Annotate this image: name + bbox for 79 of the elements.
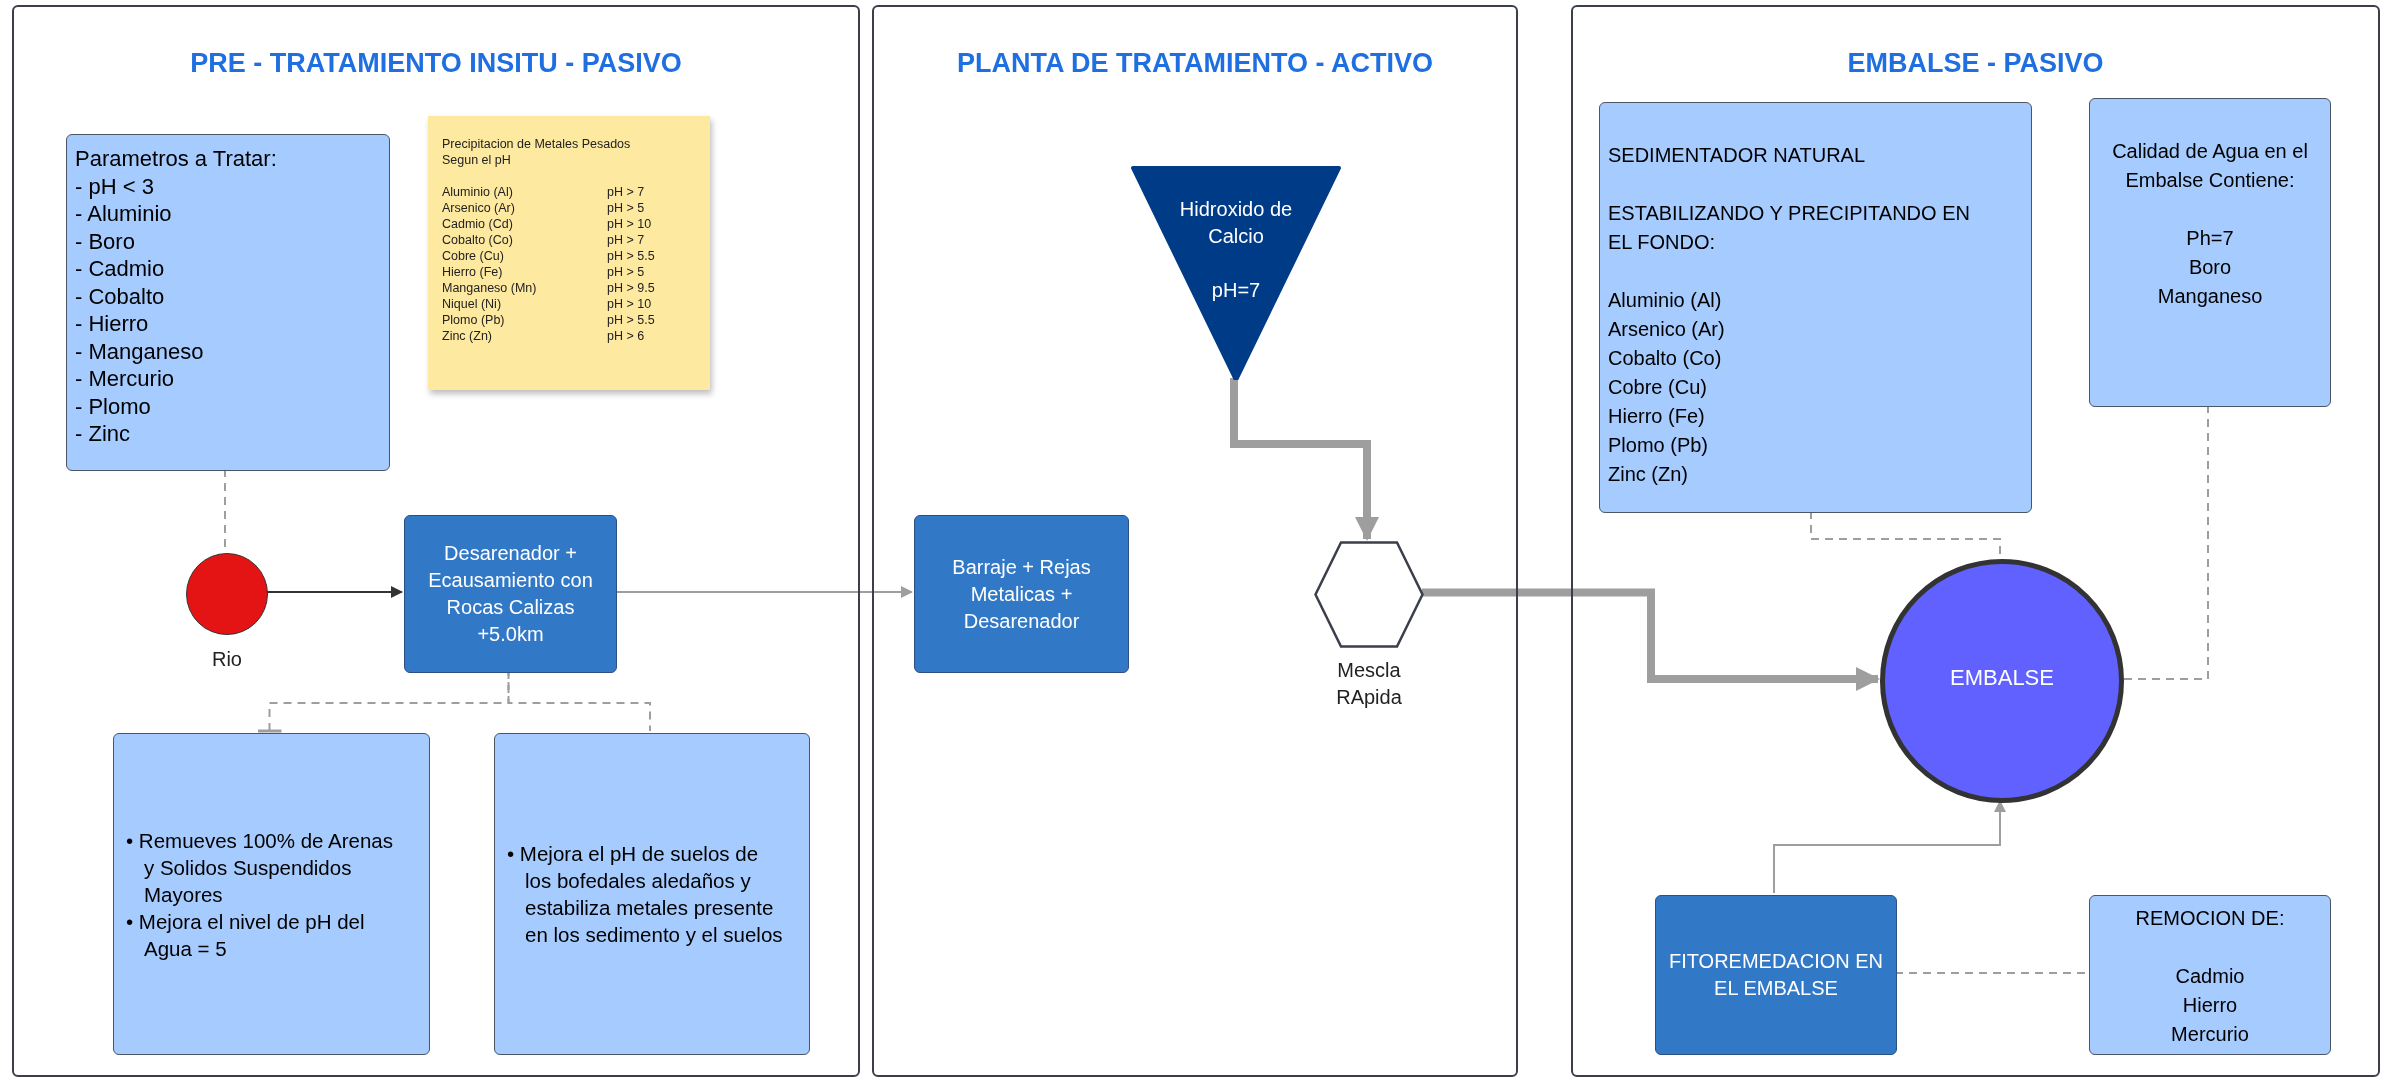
note-table-cell-text: pH > 10 (607, 296, 653, 312)
swimlane-panel (12, 5, 860, 1077)
note-table-cell-text: Cadmio (Cd) (442, 216, 514, 232)
node-label: Rio (211, 647, 243, 672)
info-text: Boro (2188, 255, 2232, 280)
info-box (2089, 98, 2331, 407)
panel-title: PRE - TRATAMIENTO INSITU - PASIVO (189, 47, 683, 80)
bullet-item: • Mejora el pH de suelos de los bofedales aledaños y estabiliza metales presente en los sedimento y el suelos (507, 841, 784, 948)
info-text: Ph=7 (2186, 226, 2234, 251)
note-table-cell-text: Manganeso (Mn) (442, 280, 538, 296)
info-text: Aluminio (Al) (1608, 288, 1723, 313)
triangle-label: Hidroxido de Calcio (1178, 197, 1294, 249)
inverted-triangle (1129, 166, 1343, 380)
note-table-cell-text: Aluminio (Al) (442, 184, 514, 200)
info-text: ESTABILIZANDO Y PRECIPITANDO EN EL FONDO: (1608, 201, 1971, 255)
arrow (1230, 378, 1379, 541)
info-box (2089, 895, 2331, 1055)
note-table-cell-text: Plomo (Pb) (442, 312, 506, 328)
bullet-item: • Remueves 100% de Arenas y Solidos Suspendidos Mayores (126, 827, 394, 908)
note-table-cell-text: pH > 5 (607, 264, 646, 280)
note-table-cell-text: Niquel (Ni) (442, 296, 503, 312)
note-heading: Precipitacion de Metales Pesados Segun el pH (442, 136, 632, 168)
list-item: Parametros a Tratar: (75, 145, 278, 173)
arrow (1422, 588, 1880, 691)
info-text: Hierro (2182, 993, 2238, 1018)
info-text: SEDIMENTADOR NATURAL (1608, 143, 1867, 168)
node-label: Mescla RApida (1335, 658, 1403, 710)
info-text: Manganeso (2157, 284, 2263, 309)
note-table-cell-text: Arsenico (Ar) (442, 200, 516, 216)
info-text: Mercurio (2171, 1022, 2249, 1047)
info-box (1599, 102, 2032, 513)
info-text: Plomo (Pb) (1608, 433, 1710, 458)
info-text: Cobre (Cu) (1608, 375, 1708, 400)
note-box (113, 733, 430, 1055)
process-box (1655, 895, 1897, 1055)
sticky-note (428, 116, 710, 390)
panel-title: EMBALSE - PASIVO (1846, 47, 2105, 80)
process-label: Barraje + Rejas Metalicas + Desarenador (951, 554, 1092, 634)
list-item: - Mercurio (75, 365, 175, 393)
parameter-list-box (66, 134, 390, 471)
info-text: REMOCION DE: (2135, 906, 2285, 931)
info-text: Zinc (Zn) (1608, 462, 1689, 487)
list-item: - Cobalto (75, 282, 166, 310)
note-table-cell-text: pH > 7 (607, 184, 646, 200)
note-table-cell-text: pH > 6 (607, 328, 646, 344)
info-text: Cadmio (2175, 964, 2245, 989)
process-label: Desarenador + Ecausamiento con Rocas Calizas +5.0km (427, 541, 594, 647)
note-table-cell-text: Hierro (Fe) (442, 264, 504, 280)
note-table-cell-text: pH > 5.5 (607, 312, 656, 328)
list-item: - Zinc (75, 420, 131, 448)
list-item: - Hierro (75, 310, 150, 338)
info-text: Cobalto (Co) (1608, 346, 1723, 371)
info-text: Calidad de Agua en el Embalse Contiene: (2111, 139, 2309, 193)
process-box (914, 515, 1129, 673)
note-table-cell-text: pH > 5 (607, 200, 646, 216)
note-table-cell-text: Zinc (Zn) (442, 328, 493, 344)
process-label: FITOREMEDACION EN EL EMBALSE (1667, 949, 1885, 1001)
info-text: Arsenico (Ar) (1608, 317, 1726, 342)
list-item: - Boro (75, 227, 136, 255)
list-item: - pH < 3 (75, 172, 155, 200)
swimlane-panel (872, 5, 1518, 1077)
note-table-cell-text: Cobalto (Co) (442, 232, 514, 248)
info-text: Hierro (Fe) (1608, 404, 1706, 429)
note-table-cell-text: pH > 5.5 (607, 248, 656, 264)
list-item: - Manganeso (75, 337, 205, 365)
panel-title: PLANTA DE TRATAMIENTO - ACTIVO (956, 47, 1434, 80)
process-box (404, 515, 617, 673)
note-table-cell-text: pH > 7 (607, 232, 646, 248)
triangle-label: pH=7 (1211, 278, 1261, 303)
bullet-item: • Mejora el nivel de pH del Agua = 5 (126, 908, 366, 962)
circle-label: EMBALSE (1950, 663, 2054, 692)
list-item: - Aluminio (75, 200, 173, 228)
note-box (494, 733, 810, 1055)
note-table-cell-text: pH > 10 (607, 216, 653, 232)
list-item: - Cadmio (75, 255, 166, 283)
swimlane-panel (1571, 5, 2380, 1077)
note-table-cell-text: Cobre (Cu) (442, 248, 505, 264)
note-table-cell-text: pH > 9.5 (607, 280, 656, 296)
list-item: - Plomo (75, 392, 152, 420)
